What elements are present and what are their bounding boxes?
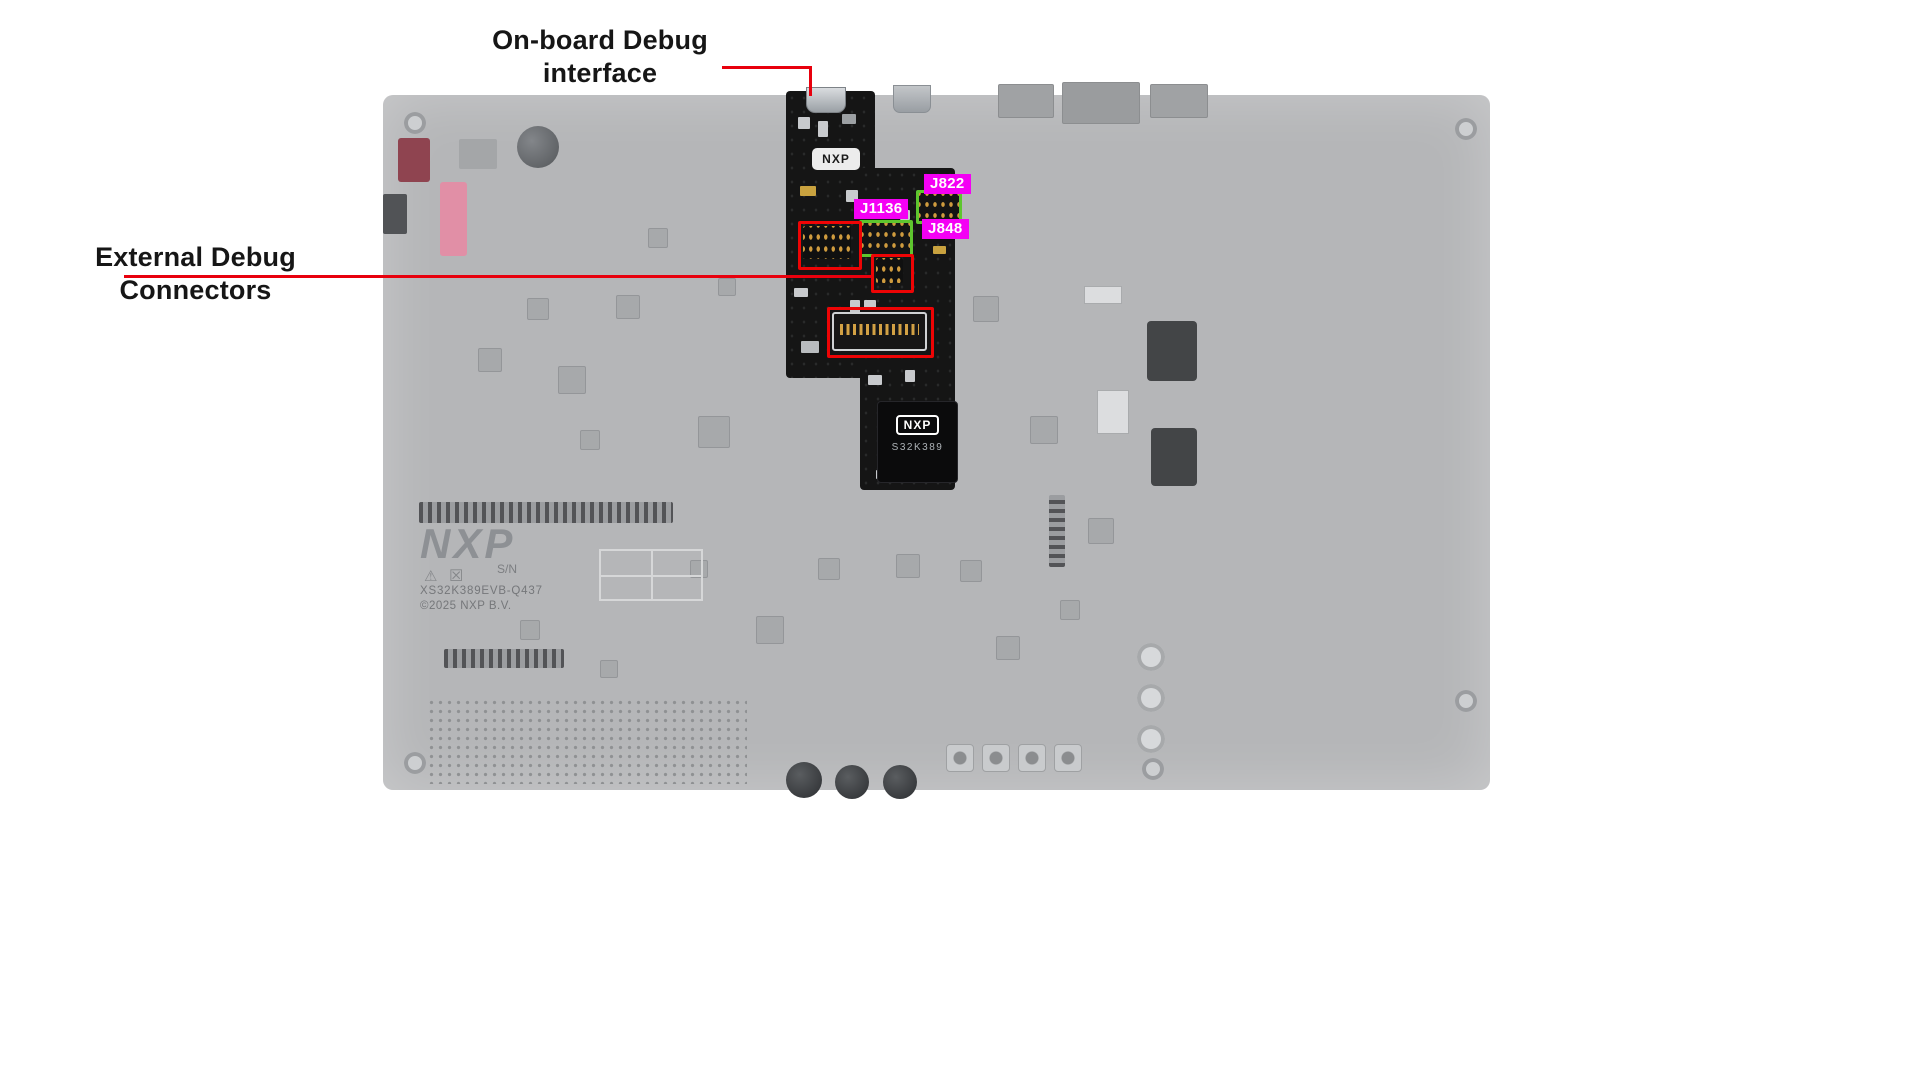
external-debug-connector-highlight-1 bbox=[798, 221, 862, 270]
external-debug-connector-highlight-2 bbox=[871, 254, 914, 293]
usb-connector bbox=[893, 85, 931, 113]
potentiometer-knob bbox=[883, 765, 917, 799]
ic-chip bbox=[756, 616, 784, 644]
label-j822: J822 bbox=[924, 174, 971, 194]
board-copyright: ©2025 NXP B.V. bbox=[420, 600, 512, 612]
push-button bbox=[1018, 744, 1046, 772]
top-connector bbox=[998, 84, 1054, 118]
ic-chip bbox=[558, 366, 586, 394]
smd-component bbox=[842, 114, 856, 124]
label-field-box bbox=[599, 549, 703, 601]
weee-icon: ☒ bbox=[449, 568, 464, 585]
serial-number-label: S/N bbox=[497, 562, 518, 576]
ic-chip bbox=[698, 416, 730, 448]
onboard-leader-horizontal bbox=[722, 66, 812, 69]
ic-chip bbox=[616, 295, 640, 319]
screw-hole bbox=[404, 112, 426, 134]
ic-chip bbox=[580, 430, 600, 450]
ic-chip bbox=[896, 554, 920, 578]
perfboard-grid bbox=[427, 698, 747, 784]
ic-chip bbox=[1060, 600, 1080, 620]
smd-component bbox=[905, 370, 915, 382]
edge-connector bbox=[383, 194, 407, 234]
screw-hole bbox=[1455, 118, 1477, 140]
nxp-logo-mcu: NXP bbox=[895, 415, 940, 435]
ic-chip bbox=[818, 558, 840, 580]
screw-hole bbox=[404, 752, 426, 774]
smd-component bbox=[794, 288, 808, 297]
power-connector bbox=[398, 138, 430, 182]
external-debug-connector-highlight-3 bbox=[827, 307, 934, 358]
right-edge-connector bbox=[1151, 428, 1197, 486]
ic-chip bbox=[1088, 518, 1114, 544]
ic-chip bbox=[520, 620, 540, 640]
ic-chip bbox=[960, 560, 982, 582]
label-j1136: J1136 bbox=[854, 199, 909, 219]
pink-connector bbox=[440, 182, 467, 256]
ic-chip bbox=[478, 348, 502, 372]
top-connector bbox=[1062, 82, 1140, 124]
mounting-ring bbox=[1137, 684, 1165, 712]
smd-component bbox=[798, 117, 810, 129]
smd-component bbox=[801, 341, 819, 353]
smd-component bbox=[933, 246, 946, 254]
pin-header bbox=[419, 502, 673, 523]
onboard-debug-line1: On-board Debug bbox=[492, 25, 708, 55]
label-box-divider bbox=[601, 575, 701, 577]
ic-chip bbox=[527, 298, 549, 320]
screw-hole bbox=[1142, 758, 1164, 780]
onboard-debug-annotation: On-board Debug interface bbox=[455, 24, 745, 90]
ic-chip bbox=[690, 560, 708, 578]
jtag-connector bbox=[803, 226, 851, 259]
pin-header bbox=[444, 649, 564, 668]
label-j848: J848 bbox=[922, 219, 969, 239]
push-button bbox=[1054, 744, 1082, 772]
onboard-leader-vertical bbox=[809, 66, 812, 96]
external-debug-line2: Connectors bbox=[119, 275, 272, 305]
push-button bbox=[946, 744, 974, 772]
pin-header-vertical bbox=[1049, 495, 1065, 567]
dip-switch bbox=[1084, 286, 1122, 304]
smd-component bbox=[864, 300, 876, 310]
mounting-ring bbox=[1137, 725, 1165, 753]
smd-component bbox=[800, 186, 816, 196]
ic-chip bbox=[1030, 416, 1058, 444]
board-name: XS32K389EVB-Q437 bbox=[420, 585, 543, 597]
s32k389-mcu: NXP S32K389 bbox=[877, 401, 958, 483]
debug-connector-small bbox=[876, 258, 903, 283]
right-edge-connector bbox=[1147, 321, 1197, 381]
push-button bbox=[982, 744, 1010, 772]
external-leader-line bbox=[124, 275, 872, 278]
external-debug-annotation: External Debug Connectors bbox=[58, 241, 333, 307]
ic-chip bbox=[718, 278, 736, 296]
ic-chip bbox=[648, 228, 668, 248]
smd-component bbox=[818, 121, 828, 137]
connector-pins bbox=[840, 324, 919, 335]
onboard-debug-line2: interface bbox=[542, 58, 658, 88]
potentiometer-knob bbox=[786, 762, 822, 798]
ic-chip bbox=[973, 296, 999, 322]
screw-hole bbox=[1455, 690, 1477, 712]
mounting-ring bbox=[1137, 643, 1165, 671]
smd-component bbox=[868, 375, 882, 385]
connector-j1136-highlight bbox=[859, 220, 913, 257]
potentiometer-knob bbox=[835, 765, 869, 799]
nxp-logo-silkscreen: NXP bbox=[420, 520, 516, 567]
nxp-logo-adapter: NXP bbox=[812, 148, 860, 170]
mcu-part-number: S32K389 bbox=[891, 442, 944, 453]
warning-icon: ⚠ bbox=[424, 568, 438, 585]
external-debug-line1: External Debug bbox=[95, 242, 296, 272]
ic-chip bbox=[600, 660, 618, 678]
top-connector bbox=[1150, 84, 1208, 118]
ic-chip bbox=[996, 636, 1020, 660]
external-debug-connector-large bbox=[832, 312, 927, 351]
connector-j822-highlight bbox=[916, 190, 962, 224]
pcb-component bbox=[459, 139, 497, 169]
dip-switch bbox=[1097, 390, 1129, 434]
capacitor bbox=[517, 126, 559, 168]
micro-usb-connector bbox=[806, 87, 846, 113]
